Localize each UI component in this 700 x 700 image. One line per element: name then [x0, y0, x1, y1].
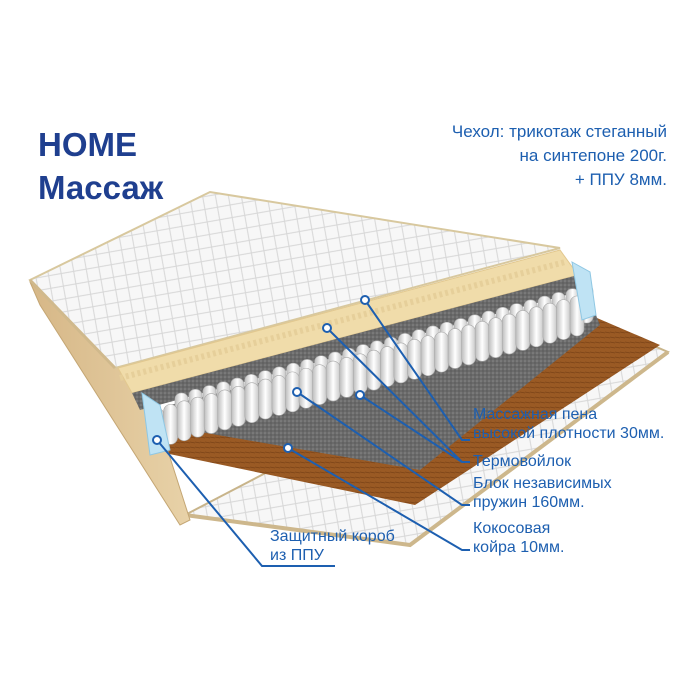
spring-pocket [407, 339, 422, 380]
spring-pocket [447, 328, 463, 369]
cover-line-1: Чехол: трикотаж стеганный [451, 122, 667, 141]
cover-line-2: на синтепоне 200г. [519, 146, 667, 165]
felt-label: Термовойлок [473, 453, 572, 470]
springs-label: Блок независимых пружин 160мм. [473, 474, 612, 512]
spring-pocket [339, 357, 354, 398]
frame-marker [152, 435, 162, 445]
springs-label-line-1: Блок независимых [473, 475, 612, 492]
frame-label-line-1: Защитный короб [270, 528, 395, 545]
spring-pocket [217, 389, 233, 431]
coir-label: Кокосовая койра 10мм. [473, 519, 565, 557]
springs-leader-line [296, 391, 470, 506]
spring-pocket [271, 375, 287, 416]
brand-title: HOME [38, 126, 137, 163]
coir-label-line-2: койра 10мм. [473, 539, 565, 556]
spring-pocket [203, 393, 219, 434]
foam-label: Массажная пена высокой плотности 30мм. [473, 405, 664, 443]
cover-description: Чехол: трикотаж стеганный на синтепоне 2… [337, 120, 667, 192]
spring-pocket [244, 382, 260, 424]
foam-leader-line [364, 299, 470, 441]
felt-marker-a [322, 323, 332, 333]
coir-label-line-1: Кокосовая [473, 520, 551, 537]
felt-marker-b [355, 390, 365, 400]
coir-marker [283, 443, 293, 453]
foam-marker [360, 295, 370, 305]
spring-pocket [501, 313, 517, 355]
spring-pocket [380, 346, 395, 387]
spring-pocket [474, 320, 490, 362]
spring-pocket [325, 360, 341, 402]
spring-pocket [556, 299, 571, 340]
frame-label-line-2: из ППУ [270, 547, 324, 564]
spring-pocket [434, 331, 449, 373]
foam-label-line-2: высокой плотности 30мм. [473, 425, 665, 442]
felt-leader-line-b [359, 394, 463, 463]
spring-pocket [542, 302, 558, 344]
spring-pocket [258, 378, 273, 420]
spring-pocket [176, 400, 192, 442]
frame-leader-line [156, 439, 335, 567]
cover-line-3: + ППУ 8мм. [574, 170, 667, 189]
spring-pocket [190, 396, 205, 438]
frame-label: Защитный короб из ППУ [270, 527, 395, 565]
spring-block [149, 284, 594, 449]
spring-pocket [312, 364, 327, 405]
model-title: Массаж [38, 169, 164, 206]
spring-pocket [488, 317, 504, 358]
springs-label-line-2: пружин 160мм. [473, 494, 585, 511]
felt-strip-top [132, 275, 585, 410]
springs-marker [292, 387, 302, 397]
coir-leader-line [287, 447, 470, 551]
spring-pocket [529, 306, 544, 348]
spring-pocket [393, 342, 409, 384]
spring-pocket [515, 310, 531, 351]
spring-pocket [420, 335, 436, 377]
spring-pocket [461, 324, 476, 366]
spring-pocket [230, 386, 246, 427]
foam-label-line-1: Массажная пена [473, 406, 598, 423]
protective-frame [141, 391, 171, 456]
